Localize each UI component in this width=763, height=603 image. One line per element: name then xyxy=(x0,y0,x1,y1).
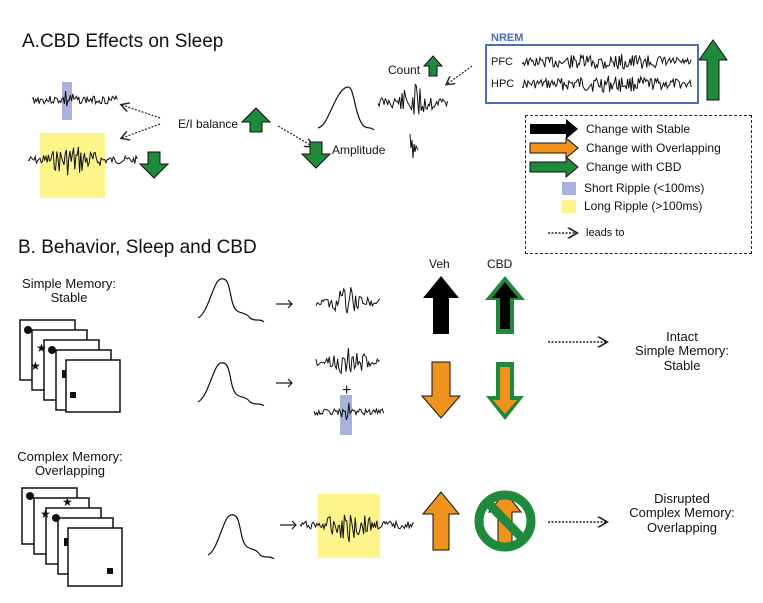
legend-green-arrow-icon xyxy=(529,155,579,179)
intact-outcome-label: Intact Simple Memory: Stable xyxy=(612,329,752,373)
spindle-trace xyxy=(377,83,449,115)
amplitude-decrease-arrow-icon xyxy=(300,141,332,169)
legend-long-ripple-swatch xyxy=(562,200,576,213)
slow-oscillation-trace-complex xyxy=(207,514,275,560)
pfc-trace xyxy=(521,53,692,71)
veh-stable-increase-arrow-icon xyxy=(423,276,459,334)
disrupted-outcome-label: Disrupted Complex Memory: Overlapping xyxy=(612,491,752,535)
count-increase-arrow-icon xyxy=(422,55,444,77)
nrem-box: NREM PFC HPC xyxy=(485,32,699,104)
legend-label-overlapping: Change with Overlapping xyxy=(586,141,721,155)
short-ripple-trace-b xyxy=(313,402,385,421)
intact-outcome-line3: Stable xyxy=(663,357,701,373)
ei-balance-label: E/I balance xyxy=(178,117,239,131)
cbd-column-label: CBD xyxy=(487,257,513,271)
veh-complex-increase-arrow-icon xyxy=(421,491,461,551)
slow-oscillation-trace-simple-1 xyxy=(197,278,265,323)
ei-balance-increase-arrow-icon xyxy=(240,107,272,133)
spindle-trace-simple-2 xyxy=(315,347,380,375)
cbd-blocked-icon xyxy=(474,490,536,552)
svg-text:★: ★ xyxy=(62,495,73,509)
small-ripple-trace xyxy=(409,133,419,159)
intact-outcome-line2: Simple Memory: xyxy=(635,343,729,359)
legend-label-stable: Change with Stable xyxy=(586,122,691,136)
complex-memory-line2: Overlapping xyxy=(34,463,106,479)
legend-label-short-ripple: Short Ripple (<100ms) xyxy=(584,181,705,195)
legend-orange-arrow-icon xyxy=(529,136,579,160)
arrow-right-icon-head xyxy=(287,299,293,309)
legend-label-leads-to: leads to xyxy=(586,227,625,239)
legend-label-long-ripple: Long Ripple (>100ms) xyxy=(584,199,703,213)
disrupted-outcome-line1: Disrupted xyxy=(654,491,710,506)
cbd-stable-inner-arrow-icon xyxy=(492,282,518,329)
legend-label-cbd: Change with CBD xyxy=(586,160,682,174)
intact-outcome-line1: Intact xyxy=(666,329,698,344)
hpc-label: HPC xyxy=(491,78,515,90)
legend-short-ripple-swatch xyxy=(562,182,576,195)
long-ripple-highlight-b xyxy=(318,494,380,558)
svg-text:★: ★ xyxy=(40,507,51,521)
nrem-title: NREM xyxy=(491,32,524,44)
legend-black-arrow-icon xyxy=(530,119,578,139)
nrem-increase-arrow-icon xyxy=(698,39,728,101)
section-a-title: A.CBD Effects on Sleep xyxy=(22,31,224,52)
leads-to-arrow-icon xyxy=(122,105,161,119)
hpc-trace xyxy=(521,75,692,93)
lfp-trace-short-ripple xyxy=(31,91,118,107)
veh-column-label: Veh xyxy=(429,257,450,271)
simple-memory-card-stack: ★ ★ xyxy=(19,319,121,413)
cbd-overlapping-inner-arrow-icon xyxy=(493,367,517,414)
slow-oscillation-trace-simple-2 xyxy=(197,362,265,407)
simple-memory-label: Simple Memory: Stable xyxy=(14,276,124,306)
slow-oscillation-trace xyxy=(317,86,375,131)
complex-memory-card-stack: ★ ★ xyxy=(21,487,123,587)
count-label: Count xyxy=(388,63,421,77)
disrupted-outcome-line2: Complex Memory: xyxy=(629,505,735,521)
leads-to-arrow-icon xyxy=(122,123,161,138)
lfp-trace-long-ripple xyxy=(27,146,138,176)
complex-memory-line1: Complex Memory: xyxy=(17,449,123,464)
long-ripple-decrease-arrow-icon xyxy=(138,151,170,179)
simple-memory-line2: Stable xyxy=(50,290,88,306)
leads-to-arrow-icon xyxy=(277,125,312,146)
svg-text:★: ★ xyxy=(36,341,47,355)
veh-overlapping-decrease-arrow-icon xyxy=(420,361,462,419)
arrow-right-icon-head xyxy=(287,378,293,388)
long-ripple-trace-b xyxy=(299,514,415,543)
complex-memory-label: Complex Memory: Overlapping xyxy=(10,449,130,479)
leads-to-arrow-icon xyxy=(447,65,473,84)
spindle-trace-simple-1 xyxy=(315,287,381,314)
amplitude-label: Amplitude xyxy=(332,143,386,157)
plus-sign: + xyxy=(342,382,351,399)
arrow-right-icon-head xyxy=(291,520,297,530)
legend xyxy=(525,115,752,254)
long-ripple-highlight xyxy=(40,133,105,198)
simple-memory-line1: Simple Memory: xyxy=(22,276,116,291)
short-ripple-highlight xyxy=(62,82,72,120)
pfc-label: PFC xyxy=(491,56,513,68)
section-b-title: B. Behavior, Sleep and CBD xyxy=(18,237,257,258)
svg-text:★: ★ xyxy=(30,359,41,373)
disrupted-outcome-line3: Overlapping xyxy=(646,519,718,535)
